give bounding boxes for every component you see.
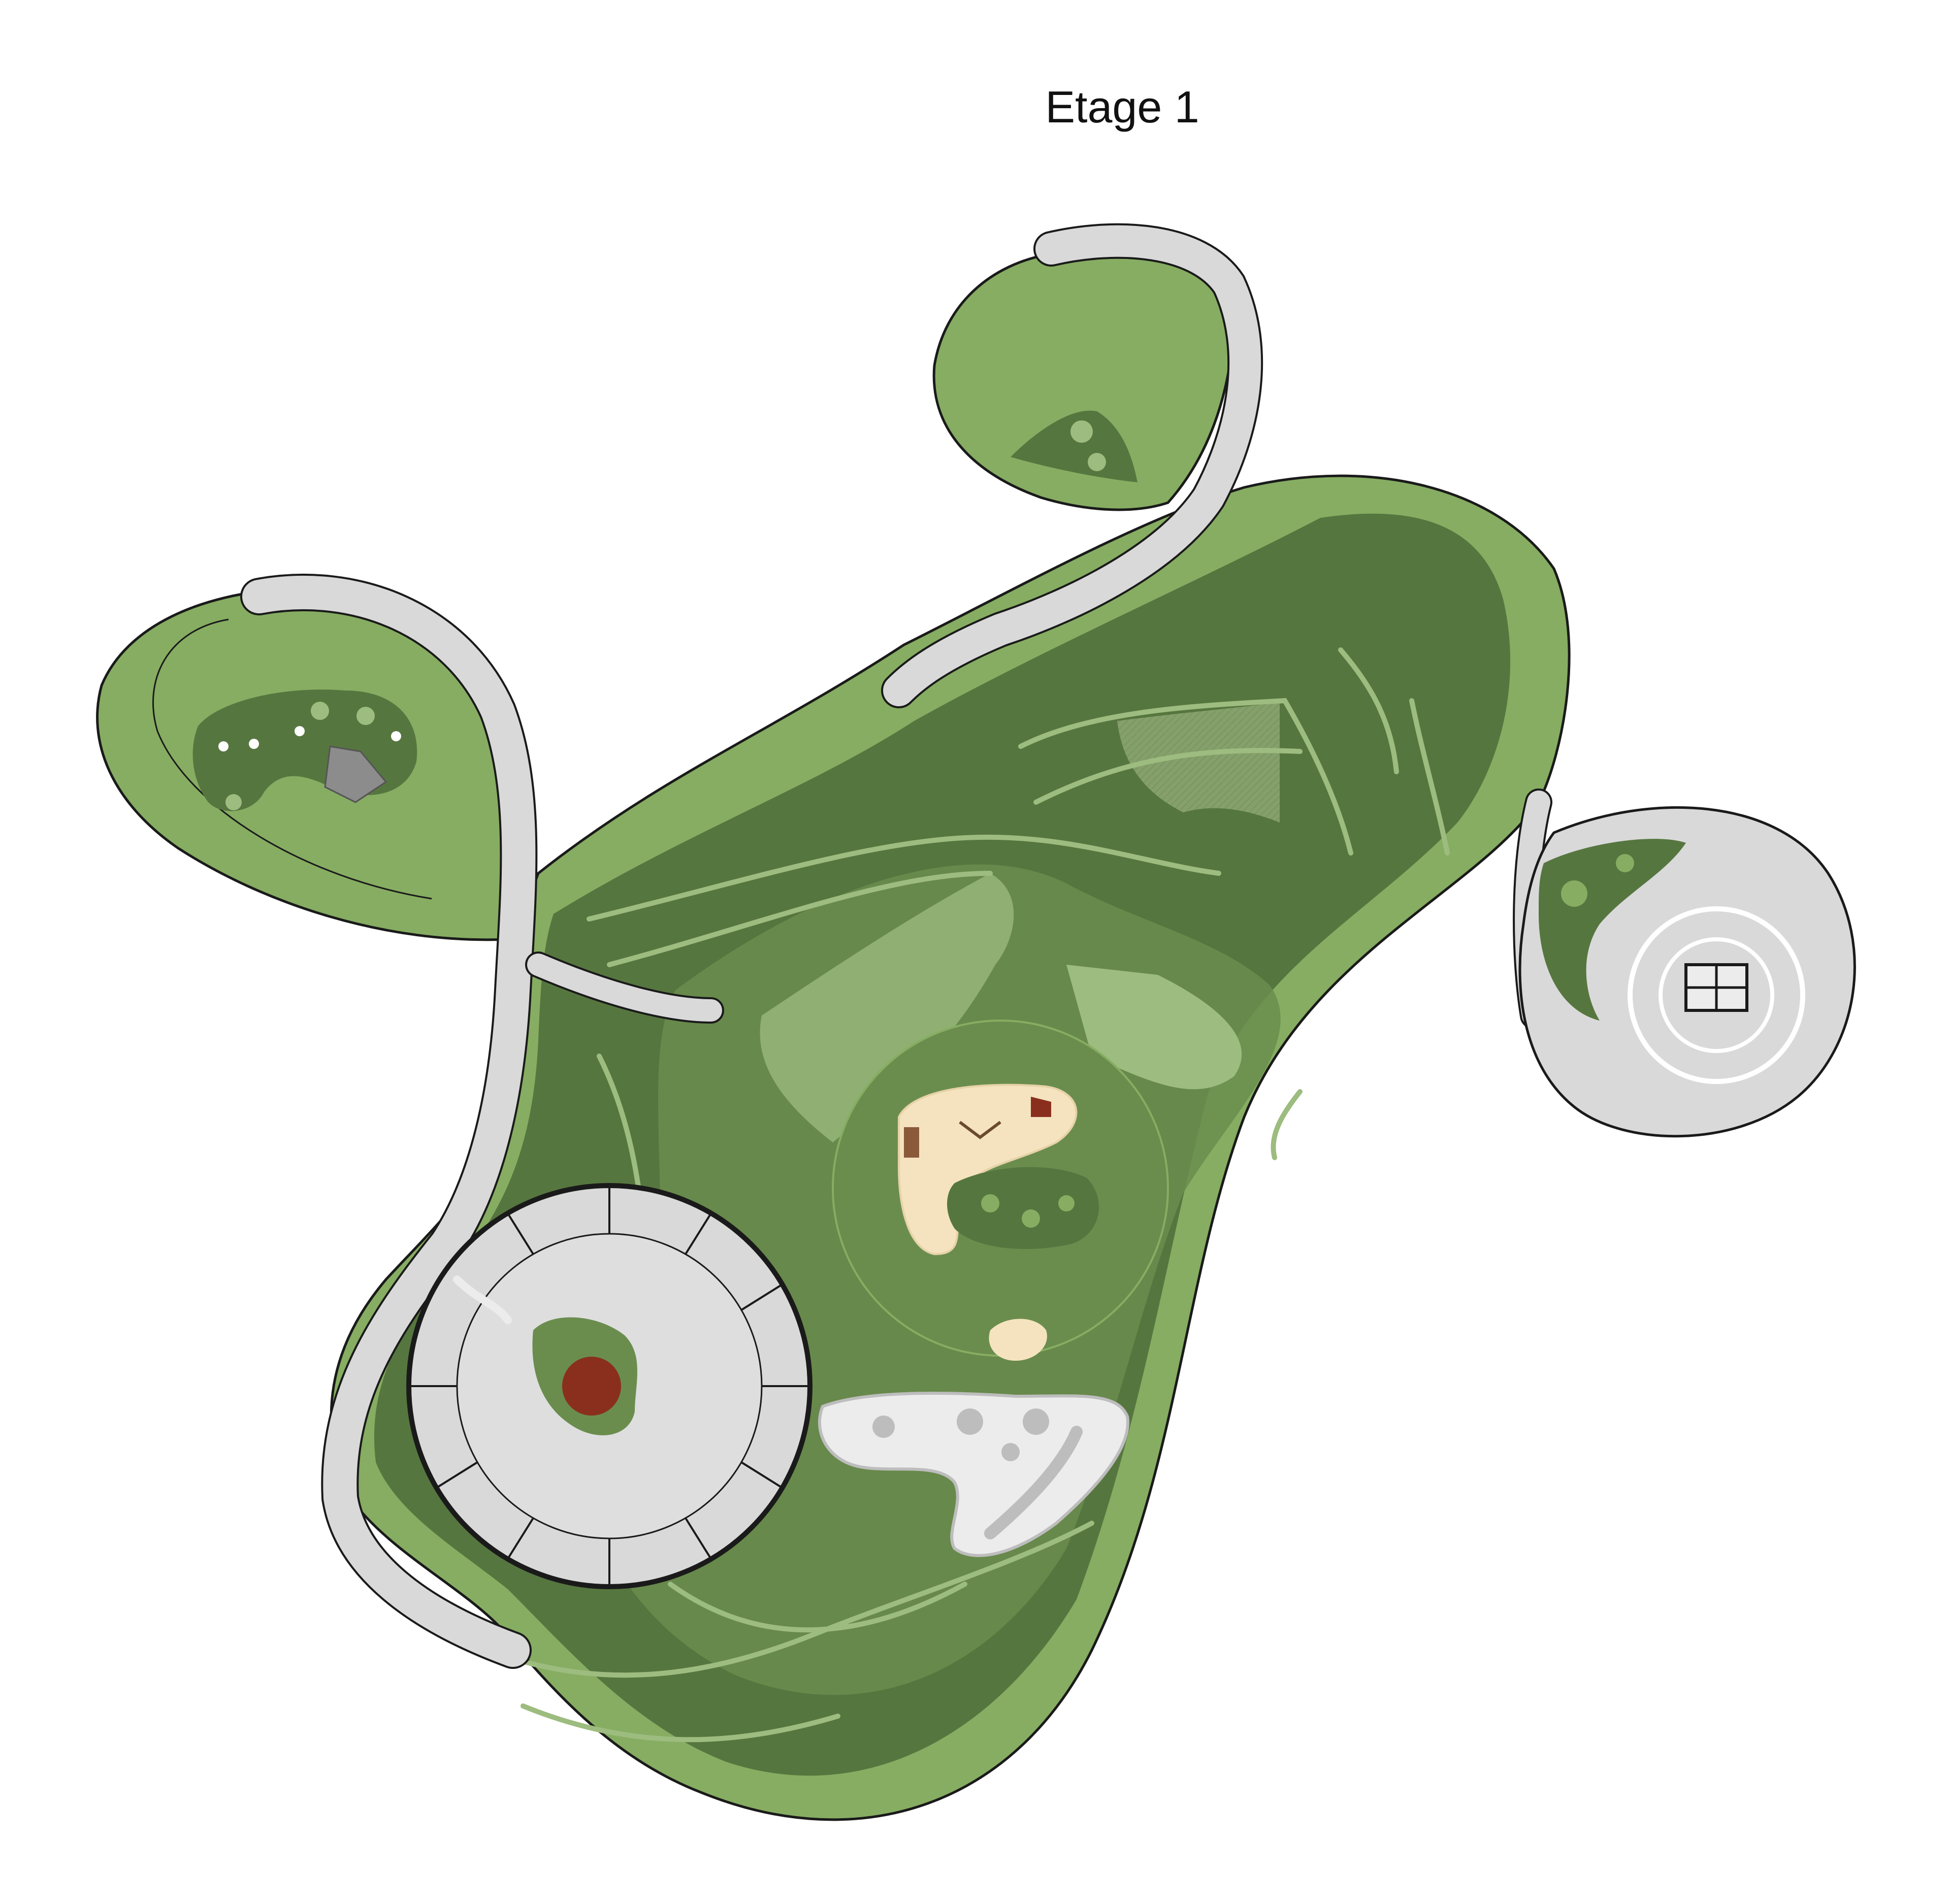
hatched-meadow-east xyxy=(1117,701,1280,823)
partition-wall xyxy=(685,1212,712,1255)
table-icon xyxy=(249,739,259,749)
partition-wall xyxy=(436,1461,478,1489)
terrace-line xyxy=(587,834,1221,922)
north-lawn-island xyxy=(932,237,1236,511)
tree-icon xyxy=(1088,453,1106,471)
terrace-line xyxy=(500,1521,1094,1678)
terrace-line xyxy=(1271,1089,1303,1160)
stepping-stone-icon xyxy=(957,1408,983,1435)
east-pavilion xyxy=(1518,806,1856,1138)
tree-icon xyxy=(1058,1195,1075,1211)
playground xyxy=(832,1020,1169,1361)
partition-wall xyxy=(507,1517,534,1560)
play-tower-icon xyxy=(1031,1097,1051,1117)
apartment-partitions xyxy=(409,1186,810,1587)
terrace-line xyxy=(521,1703,840,1743)
tree-icon xyxy=(225,794,242,810)
tree-icon xyxy=(981,1194,999,1212)
table-icon xyxy=(391,731,401,741)
walkways xyxy=(240,223,1552,1669)
planting-island xyxy=(947,1167,1099,1249)
climbing-frame-icon xyxy=(904,1127,919,1158)
tree-icon xyxy=(1022,1209,1040,1228)
terrace-line xyxy=(1018,698,1353,856)
terrace-lines xyxy=(500,647,1450,1743)
sandpit-main xyxy=(898,1084,1078,1256)
hatched-meadow-west xyxy=(760,873,1014,1142)
seating-ring xyxy=(1659,937,1774,1053)
water-feature xyxy=(818,1392,1129,1557)
north-island-planting xyxy=(1011,410,1138,482)
pond-outline xyxy=(818,1392,1129,1557)
terrace-line xyxy=(1033,748,1303,805)
swing-icon xyxy=(959,1121,1001,1139)
partition-wall xyxy=(507,1212,534,1255)
pale-lawn-wedge-east xyxy=(1066,965,1242,1090)
stream-channel xyxy=(984,1426,1083,1539)
stepping-stone-icon xyxy=(872,1416,895,1438)
west-walkway-surface xyxy=(242,575,536,1667)
branch-walkway-surface xyxy=(527,954,722,1022)
north-walkway-surface xyxy=(883,225,1261,706)
sandpit-small xyxy=(989,1319,1047,1361)
west-garden-island xyxy=(96,582,524,941)
terrace-line xyxy=(607,871,993,967)
partition-wall xyxy=(685,1517,712,1560)
stepping-stone-icon xyxy=(1023,1408,1049,1435)
tree-icon xyxy=(311,702,329,720)
tree-icon xyxy=(1616,854,1634,872)
partition-wall xyxy=(740,1284,783,1311)
pavilion-roof-icon xyxy=(324,745,387,803)
circular-housing-building xyxy=(406,1183,812,1589)
wooden-deck xyxy=(562,1357,621,1416)
table-icon xyxy=(295,726,305,736)
tree-icon xyxy=(1070,420,1093,443)
terrace-line xyxy=(668,1582,967,1633)
tree-icon xyxy=(356,707,375,725)
tree-icon xyxy=(1561,880,1587,907)
terrace-line xyxy=(1338,647,1399,774)
terrace-line xyxy=(1409,698,1450,856)
courtyard-path xyxy=(453,1275,512,1324)
table-icon xyxy=(218,741,229,751)
seating-ring xyxy=(1628,906,1805,1084)
stepping-stone-icon xyxy=(1001,1443,1020,1461)
partition-wall xyxy=(740,1461,783,1489)
page-title: Etage 1 xyxy=(1045,82,1199,132)
west-island-inner-ring xyxy=(152,618,432,900)
